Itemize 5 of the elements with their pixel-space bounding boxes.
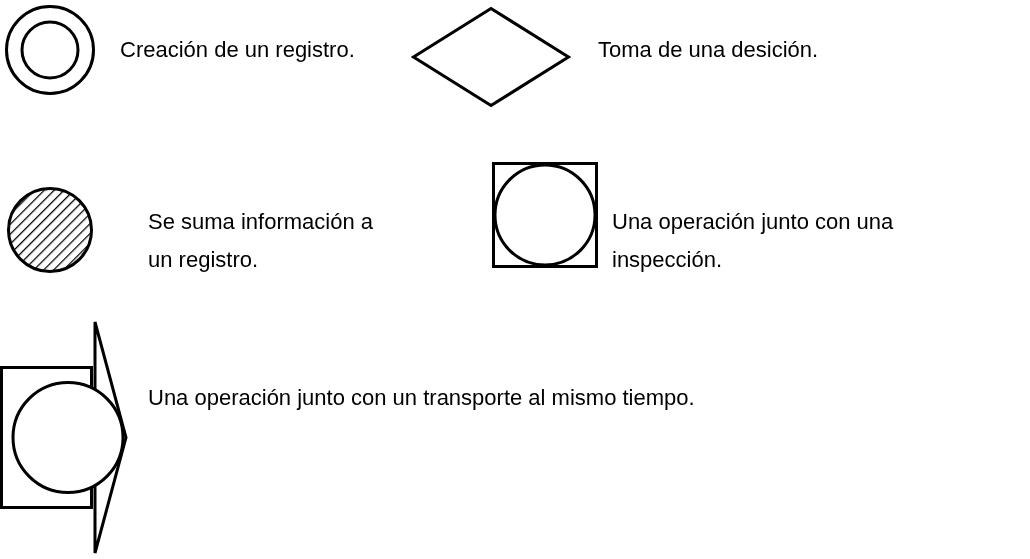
legend-text: Una operación junto con un transporte al mismo tiempo.	[148, 384, 696, 412]
legend-text: Se suma información a un registro.	[148, 208, 374, 274]
legend-text: Toma de una desición.	[598, 36, 820, 64]
legend-text: Creación de un registro.	[120, 36, 356, 64]
legend-text: Una operación junto con una inspección.	[612, 208, 895, 274]
